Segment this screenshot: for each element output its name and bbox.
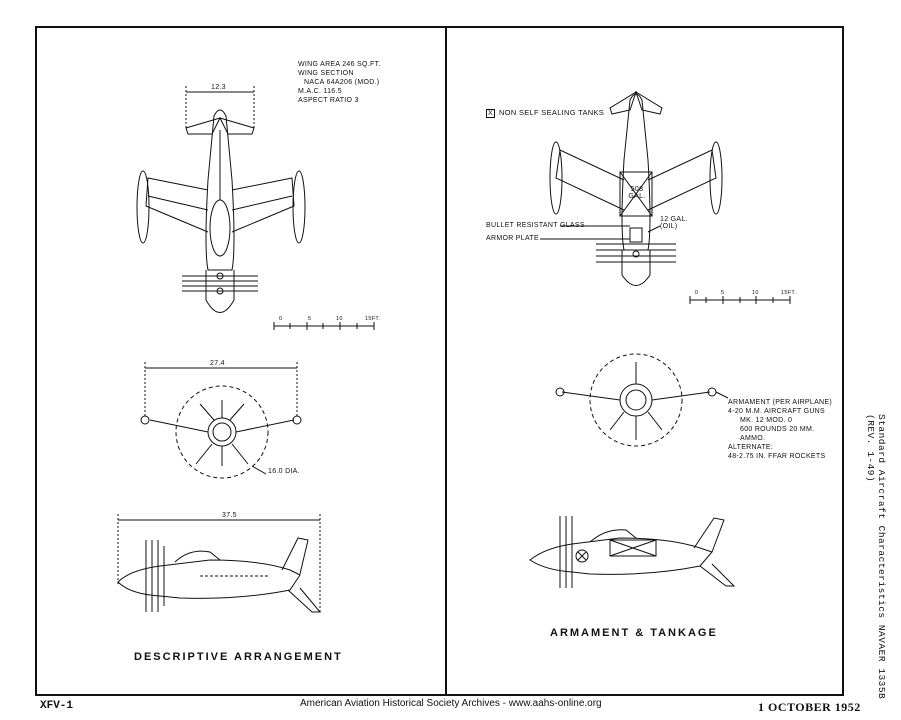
- armament-alternate: ALTERNATE:: [728, 444, 774, 451]
- armament-specs: ARMAMENT (PER AIRPLANE) 4-20 M.M. AIRCRA…: [728, 398, 832, 461]
- spec-wing-section: WING SECTION: [298, 70, 354, 77]
- archive-credit: American Aviation Historical Society Arc…: [300, 698, 602, 709]
- designation: XFV-1: [40, 700, 74, 712]
- scale-tick-15: 15FT.: [365, 316, 381, 322]
- scale-tick-5: 5: [308, 316, 312, 322]
- oil-unit: (OIL): [660, 223, 678, 230]
- right-caption: ARMAMENT & TANKAGE: [550, 627, 718, 639]
- legend-text: NON SELF SEALING TANKS: [499, 108, 605, 117]
- oil-capacity: 12 GAL.: [660, 216, 688, 223]
- glass-label: BULLET RESISTANT GLASS: [486, 222, 585, 229]
- left-front-view: [140, 362, 302, 479]
- wing-specs: WING AREA 246 SQ.FT. WING SECTION NACA 6…: [298, 60, 381, 105]
- scale-tick-0: 0: [279, 316, 283, 322]
- right-top-view: [540, 90, 791, 304]
- armament-title: ARMAMENT (PER AIRPLANE): [728, 399, 833, 406]
- armament-mk: MK. 12 MOD. 0: [740, 417, 793, 424]
- left-top-view: [136, 86, 375, 330]
- armament-ammo: AMMO.: [740, 435, 766, 442]
- fuel-capacity: 508: [630, 186, 644, 193]
- fuel-tank-label: 508 GAL.: [626, 186, 648, 200]
- legend-box: X: [486, 108, 495, 118]
- scale-tick-10: 10: [752, 290, 759, 296]
- left-side-view: [117, 514, 322, 613]
- right-front-view: [555, 353, 729, 447]
- side-reference-text: Standard Aircraft Characteristics NAVAER…: [865, 414, 887, 700]
- dim-prop-diameter: 16.0 DIA.: [268, 468, 300, 475]
- panel-divider: [445, 26, 447, 696]
- document-date: 1 OCTOBER 1952: [758, 700, 861, 714]
- scale-tick-5: 5: [721, 290, 725, 296]
- scale-tick-10: 10: [336, 316, 343, 322]
- fuel-unit: GAL.: [628, 193, 646, 200]
- spec-mac: M.A.C. 116.5: [298, 88, 342, 95]
- dim-length: 37.5: [222, 512, 237, 519]
- right-side-view: [529, 516, 736, 588]
- armor-label: ARMOR PLATE: [486, 235, 539, 242]
- drawing-frame: [35, 26, 844, 696]
- armament-rounds: 600 ROUNDS 20 MM.: [740, 426, 815, 433]
- scale-tick-0: 0: [695, 290, 699, 296]
- spec-aspect-ratio: ASPECT RATIO 3: [298, 97, 359, 104]
- spec-naca: NACA 64A206 (MOD.): [304, 79, 380, 86]
- dim-front-span: 27.4: [210, 360, 225, 367]
- spec-wing-area: WING AREA 246 SQ.FT.: [298, 61, 381, 68]
- oil-tank-label: 12 GAL. (OIL): [660, 216, 688, 230]
- scale-tick-15: 15FT.: [781, 290, 797, 296]
- dim-top-width: 12.3: [211, 84, 226, 91]
- legend: X NON SELF SEALING TANKS: [486, 108, 604, 118]
- left-caption: DESCRIPTIVE ARRANGEMENT: [134, 651, 343, 663]
- armament-rockets: 48-2.75 IN. FFAR ROCKETS: [728, 453, 826, 460]
- armament-guns: 4-20 M.M. AIRCRAFT GUNS: [728, 408, 826, 415]
